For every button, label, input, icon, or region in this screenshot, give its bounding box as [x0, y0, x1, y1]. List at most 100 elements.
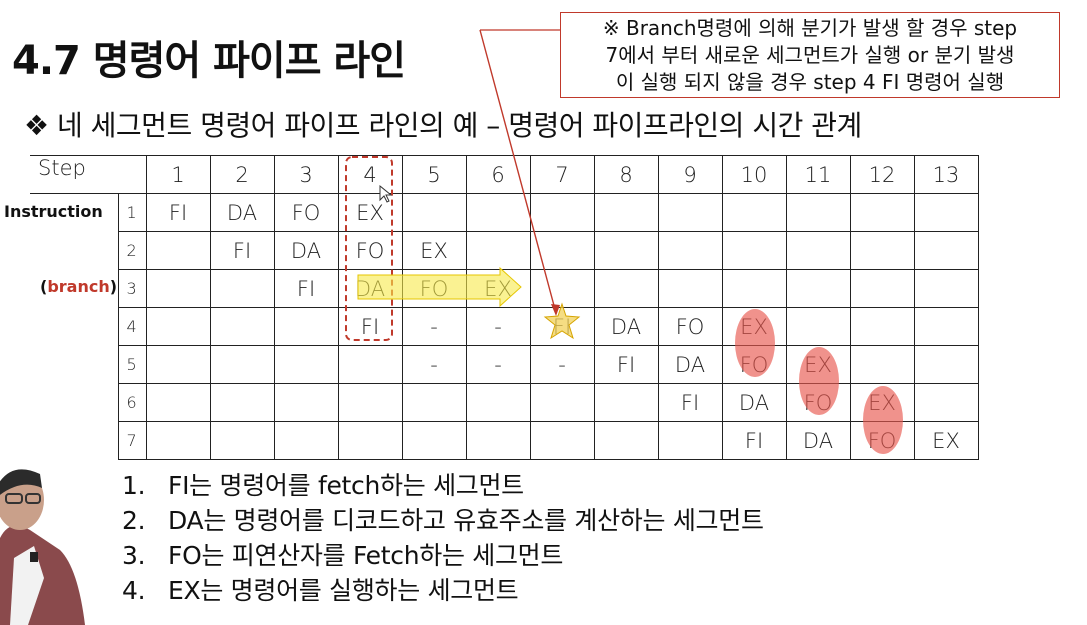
pipeline-cell: [785, 269, 851, 308]
pipeline-cell: [273, 307, 339, 346]
pipeline-cell: [209, 269, 275, 308]
presenter-webcam-image: [0, 469, 85, 625]
pipeline-cell: [849, 345, 915, 384]
pipeline-cell: [145, 231, 211, 270]
pipeline-cell: [465, 193, 531, 232]
pipeline-cell: EX: [785, 345, 851, 384]
pipeline-cell: [785, 193, 851, 232]
pipeline-cell: [657, 269, 723, 308]
step-number-12: 12: [849, 155, 915, 194]
pipeline-cell: [529, 269, 595, 308]
pipeline-cell: [337, 421, 403, 460]
pipeline-cell: FI: [145, 193, 211, 232]
pipeline-cell: [145, 383, 211, 422]
step-number-6: 6: [465, 155, 531, 194]
pipeline-cell: FO: [401, 269, 467, 308]
pipeline-cell: [721, 269, 787, 308]
pipeline-cell: FO: [273, 193, 339, 232]
pipeline-cell: [913, 193, 979, 232]
pipeline-cell: DA: [657, 345, 723, 384]
step-number-9: 9: [657, 155, 723, 194]
pipeline-cell: FO: [785, 383, 851, 422]
pipeline-cell: DA: [721, 383, 787, 422]
step-number-3: 3: [273, 155, 339, 194]
pipeline-cell: [337, 345, 403, 384]
step-number-10: 10: [721, 155, 787, 194]
list-number: 2.: [122, 506, 146, 535]
pipeline-cell: FI: [593, 345, 659, 384]
pipeline-cell: [529, 421, 595, 460]
pipeline-cell: [209, 345, 275, 384]
step-number-5: 5: [401, 155, 467, 194]
pipeline-cell: [785, 307, 851, 346]
instruction-number: 1: [118, 193, 147, 232]
pipeline-cell: FI: [337, 307, 403, 346]
pipeline-cell: [145, 421, 211, 460]
list-number: 3.: [122, 541, 146, 570]
pipeline-cell: [401, 421, 467, 460]
list-item: 1.FI는 명령어를 fetch하는 세그먼트: [122, 468, 764, 503]
pipeline-cell: FO: [721, 345, 787, 384]
pipeline-cell: [657, 231, 723, 270]
pipeline-cell: [273, 421, 339, 460]
pipeline-cell: EX: [337, 193, 403, 232]
pipeline-cell: DA: [209, 193, 275, 232]
pipeline-cell: [529, 383, 595, 422]
pipeline-cell: DA: [337, 269, 403, 308]
pipeline-cell: [849, 269, 915, 308]
step-number-2: 2: [209, 155, 275, 194]
row-label-spacer: [30, 193, 119, 232]
pipeline-cell: -: [529, 345, 595, 384]
pipeline-cell: [721, 231, 787, 270]
pipeline-cell: [401, 193, 467, 232]
pipeline-cell: -: [465, 307, 531, 346]
step-number-11: 11: [785, 155, 851, 194]
pipeline-cell: [209, 383, 275, 422]
pipeline-cell: [273, 345, 339, 384]
pipeline-cell: [529, 231, 595, 270]
pipeline-cell: [465, 421, 531, 460]
pipeline-cell: [529, 193, 595, 232]
step-number-8: 8: [593, 155, 659, 194]
pipeline-cell: DA: [273, 231, 339, 270]
pipeline-cell: FI: [529, 307, 595, 346]
pipeline-cell: -: [401, 307, 467, 346]
pipeline-cell: [337, 383, 403, 422]
list-number: 4.: [122, 576, 146, 605]
pipeline-cell: [593, 269, 659, 308]
step-number-7: 7: [529, 155, 595, 194]
pipeline-cell: [657, 421, 723, 460]
list-number: 1.: [122, 471, 146, 500]
pipeline-cell: EX: [401, 231, 467, 270]
pipeline-cell: EX: [849, 383, 915, 422]
list-text: FO는 피연산자를 Fetch하는 세그먼트: [168, 541, 564, 570]
pipeline-cell: [721, 193, 787, 232]
pipeline-cell: -: [465, 345, 531, 384]
pipeline-cell: [145, 307, 211, 346]
pipeline-cell: FI: [209, 231, 275, 270]
pipeline-cell: [785, 231, 851, 270]
list-text: DA는 명령어를 디코드하고 유효주소를 계산하는 세그먼트: [168, 506, 764, 535]
pipeline-cell: [273, 383, 339, 422]
row-label-spacer: [30, 421, 119, 460]
row-label-spacer: [30, 307, 119, 346]
pipeline-cell: FI: [657, 383, 723, 422]
pipeline-cell: [401, 383, 467, 422]
pipeline-cell: [849, 231, 915, 270]
pipeline-cell: DA: [785, 421, 851, 460]
step-number-4: 4: [337, 155, 403, 194]
pipeline-cell: [145, 345, 211, 384]
pipeline-cell: [913, 383, 979, 422]
row-label-spacer: [30, 383, 119, 422]
pipeline-cell: [593, 383, 659, 422]
pipeline-cell: -: [401, 345, 467, 384]
pipeline-cell: FO: [849, 421, 915, 460]
step-number-13: 13: [913, 155, 979, 194]
